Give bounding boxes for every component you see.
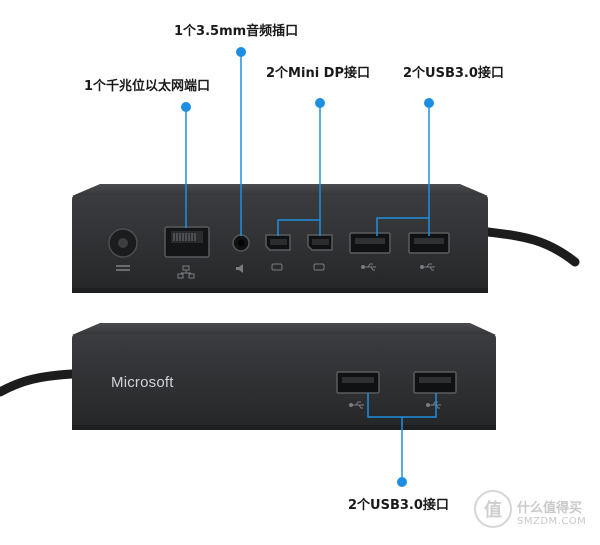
usb-port-front-1 [336,371,380,409]
usb-port-back-1 [349,232,391,271]
network-icon [177,265,195,279]
smzdm-logo: 值 [474,490,512,528]
callout-label-usb-back: 2个USB3.0接口 [403,66,504,81]
mini-dp-port-1 [265,234,291,271]
dock-front-view [0,323,496,430]
callout-lines [181,47,437,487]
usb-port-front-2 [413,371,457,409]
callout-label-ethernet: 1个千兆位以太网端口 [84,79,211,94]
usb-icon [361,263,376,271]
power-port [108,228,138,271]
headphone-icon [236,264,243,273]
dock-top-face [72,323,496,335]
power-cable-back [483,227,580,267]
callout-label-mini-dp: 2个Mini DP接口 [266,66,370,81]
audio-jack-port [232,234,250,273]
microsoft-brand: Microsoft [111,374,174,391]
usb-icon [426,401,441,409]
svg-text:值: 值 [484,499,502,521]
watermark-title: 什么值得买 [517,501,583,516]
dock-front-panel [72,334,496,430]
callout-label-usb-front: 2个USB3.0接口 [348,498,449,513]
usb-icon [420,263,435,271]
usb-icon [349,401,364,409]
display-icon [271,263,283,271]
callout-dot-usb-front [397,477,407,487]
callout-label-audio-jack: 1个3.5mm音频插口 [174,24,299,39]
power-cable-front [0,369,77,397]
dock-top-face [72,184,488,196]
watermark-url: SMZDM.COM [517,516,587,527]
ethernet-port [164,226,210,279]
dock-back-view [72,184,580,293]
mini-dp-port-2 [307,234,333,271]
display-icon [313,263,325,271]
usb-port-back-2 [408,232,450,271]
